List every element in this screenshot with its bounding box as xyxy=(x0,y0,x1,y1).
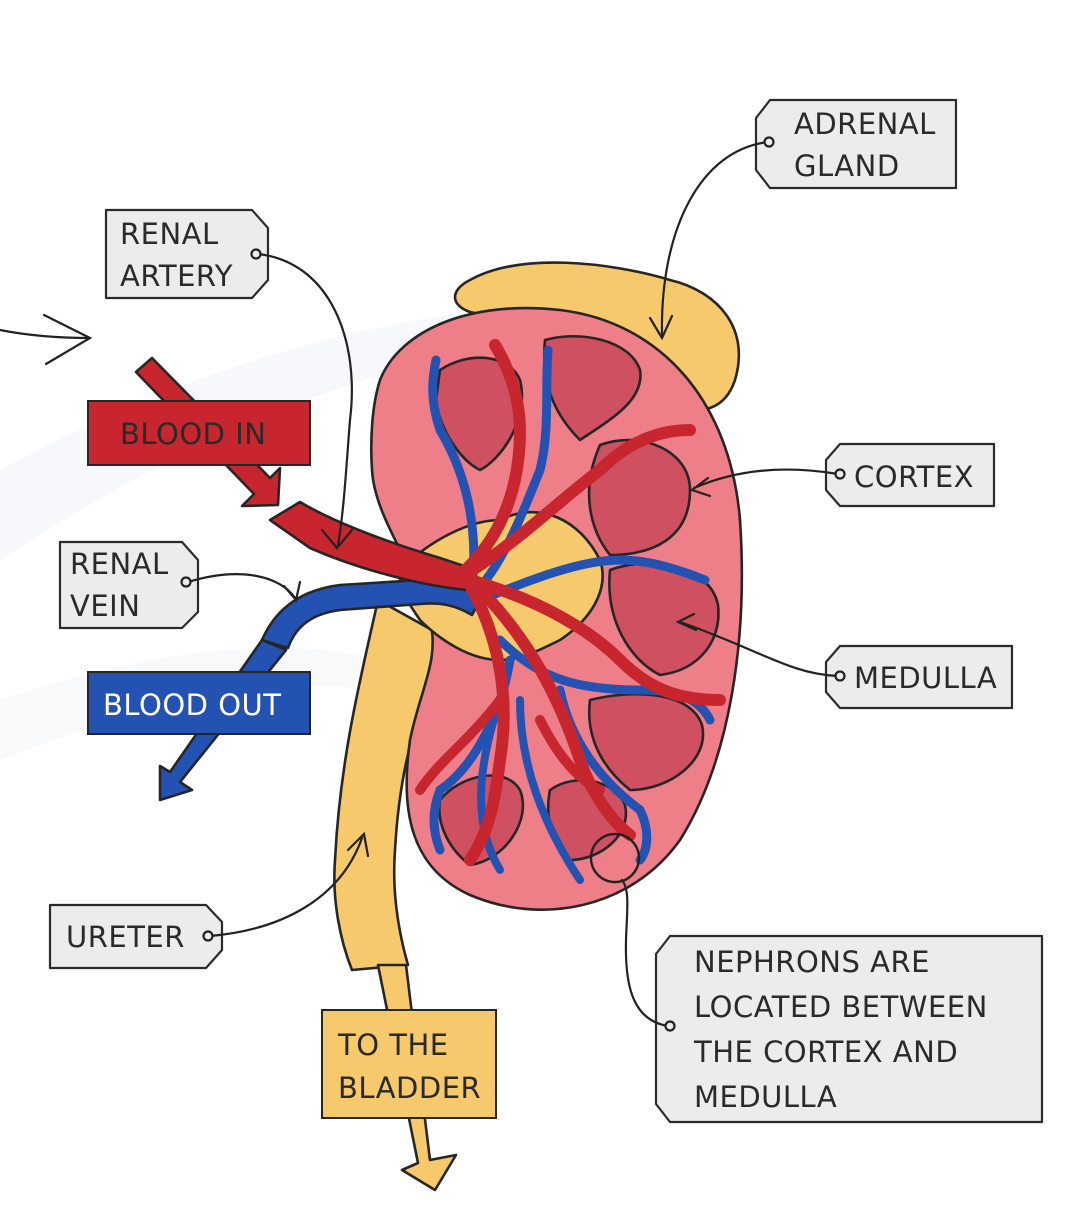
nephron-marker xyxy=(589,832,641,884)
renal-vein-line-1: RENAL xyxy=(70,547,169,581)
medulla-pyramids xyxy=(434,334,720,867)
renal-artery-vessels xyxy=(268,339,726,866)
adrenal-gland-line-1: ADRENAL xyxy=(794,107,936,141)
nephrons-line-4: MEDULLA xyxy=(694,1080,837,1114)
ureter-label: URETER xyxy=(66,920,185,954)
to-bladder-line-1: TO THE xyxy=(337,1028,449,1062)
adrenal-gland-line-2: GLAND xyxy=(794,149,900,183)
label-cortex: CORTEX xyxy=(689,442,996,508)
label-medulla: MEDULLA xyxy=(675,612,1014,710)
renal-artery-line-1: RENAL xyxy=(120,217,219,251)
nephrons-line-3: THE CORTEX AND xyxy=(693,1035,958,1069)
renal-artery-line-2: ARTERY xyxy=(120,259,233,293)
label-ureter: URETER xyxy=(48,831,370,970)
label-renal-artery: RENAL ARTERY xyxy=(104,208,354,550)
nephrons-line-2: LOCATED BETWEEN xyxy=(694,990,988,1024)
blood-out-label: BLOOD OUT xyxy=(103,688,282,722)
nephrons-line-1: NEPHRONS ARE xyxy=(694,945,930,979)
label-renal-vein: RENAL VEIN xyxy=(58,540,302,630)
blood-in-box: BLOOD IN xyxy=(87,400,311,466)
blood-in-label: BLOOD IN xyxy=(120,417,266,451)
medulla-label: MEDULLA xyxy=(854,661,997,695)
edge-arrow-icon xyxy=(0,313,93,366)
renal-vein-line-2: VEIN xyxy=(70,589,140,623)
cortex-label: CORTEX xyxy=(854,460,974,494)
label-adrenal-gland: ADRENAL GLAND xyxy=(648,98,958,341)
to-bladder-box: TO THE BLADDER xyxy=(321,1009,497,1119)
blood-out-box: BLOOD OUT xyxy=(87,671,311,735)
label-nephrons-note: NEPHRONS ARE LOCATED BETWEEN THE CORTEX … xyxy=(620,878,1044,1124)
renal-vein-vessels xyxy=(260,345,715,884)
to-bladder-line-2: BLADDER xyxy=(338,1071,481,1105)
